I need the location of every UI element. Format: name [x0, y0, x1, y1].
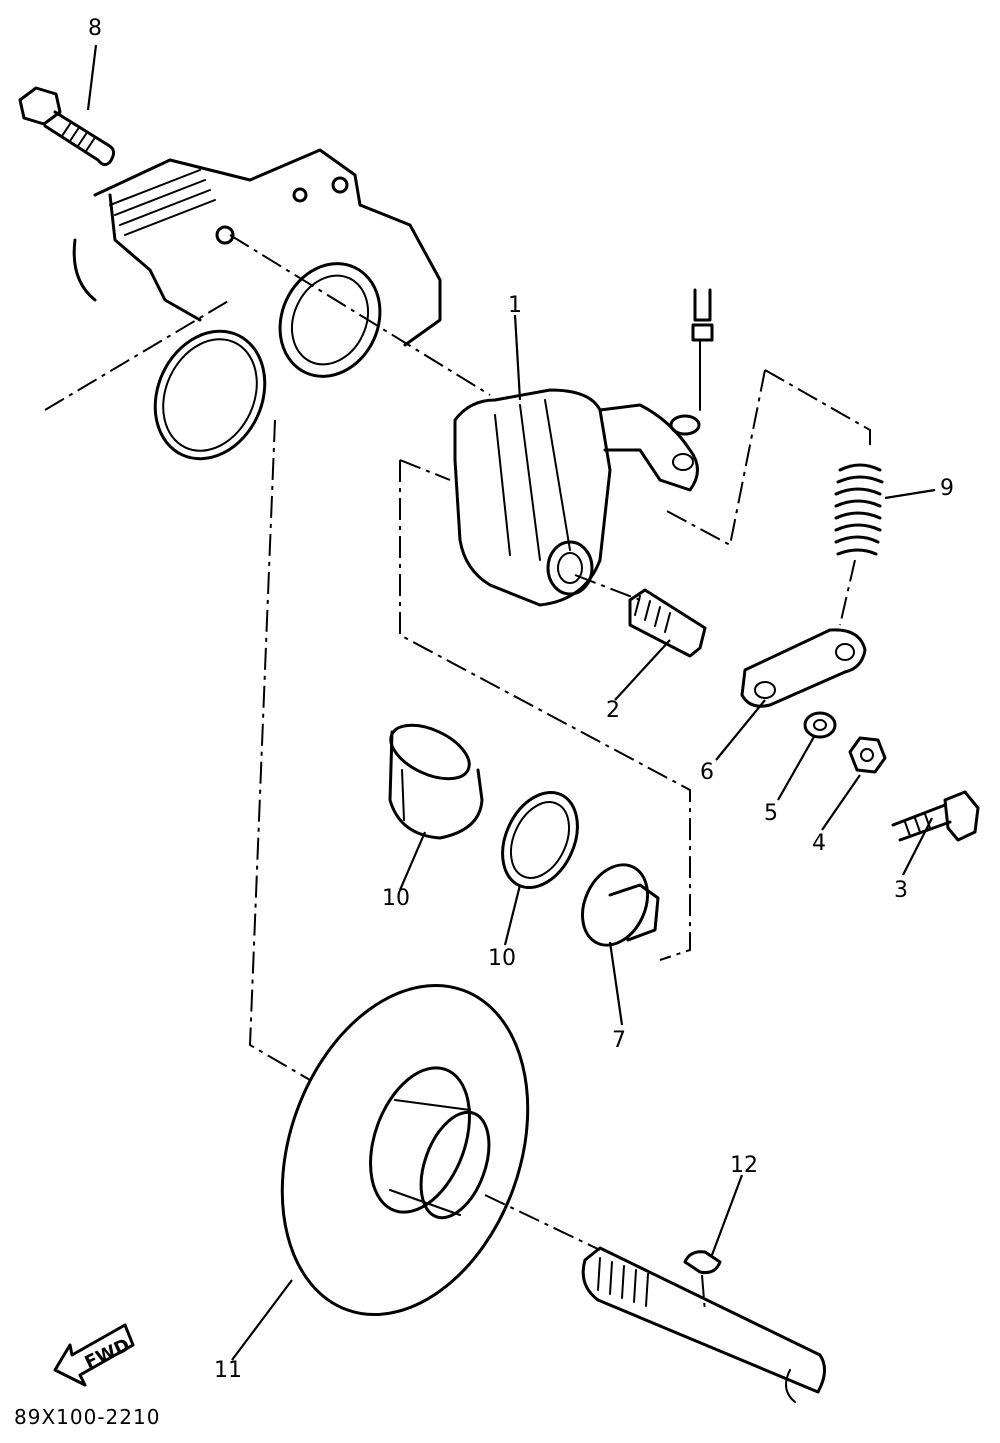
callout-9: 9 [940, 476, 954, 501]
part-1-housing [453, 388, 699, 607]
callout-10-ring: 10 [488, 946, 516, 971]
drawing-code: 89X100-2210 [14, 1405, 161, 1429]
part-8-bolt [18, 86, 115, 167]
callout-8: 8 [88, 16, 102, 41]
group-bracket-2 [399, 459, 451, 481]
part-2-adjuster [574, 574, 707, 658]
centerline-long [248, 419, 311, 1081]
part-5-washer [803, 711, 837, 739]
group-bracket-9 [664, 369, 871, 547]
part-6-lever [740, 628, 867, 708]
part-7-cam [581, 863, 660, 947]
callout-5: 5 [764, 801, 778, 826]
engine-case-outline [72, 148, 442, 378]
fwd-arrow-icon: FWD [53, 1323, 135, 1387]
cable-end [669, 288, 714, 436]
part-11-disc [280, 983, 530, 1317]
leader-lines [86, 44, 936, 1361]
part-3-bolt [891, 790, 980, 842]
callout-10-bush: 10 [382, 886, 410, 911]
part-10b-ring [501, 790, 579, 890]
part-9-spring [834, 463, 884, 626]
callout-1: 1 [508, 293, 522, 318]
callout-4: 4 [812, 831, 826, 856]
callout-3: 3 [894, 878, 908, 903]
part-4-nut [848, 736, 887, 774]
svg-text:FWD: FWD [82, 1335, 134, 1374]
callout-12: 12 [730, 1153, 758, 1178]
centerline-case [44, 299, 231, 411]
group-bracket-1 [399, 460, 691, 961]
centerline-bolt-8 [229, 234, 491, 396]
callout-6: 6 [700, 760, 714, 785]
callout-2: 2 [606, 698, 620, 723]
main-shaft [484, 1194, 826, 1403]
callout-7: 7 [612, 1028, 626, 1053]
part-10a-bush [388, 723, 484, 840]
callout-11: 11 [214, 1358, 242, 1383]
part-12-key [683, 1250, 722, 1313]
gasket-ring [153, 329, 267, 461]
